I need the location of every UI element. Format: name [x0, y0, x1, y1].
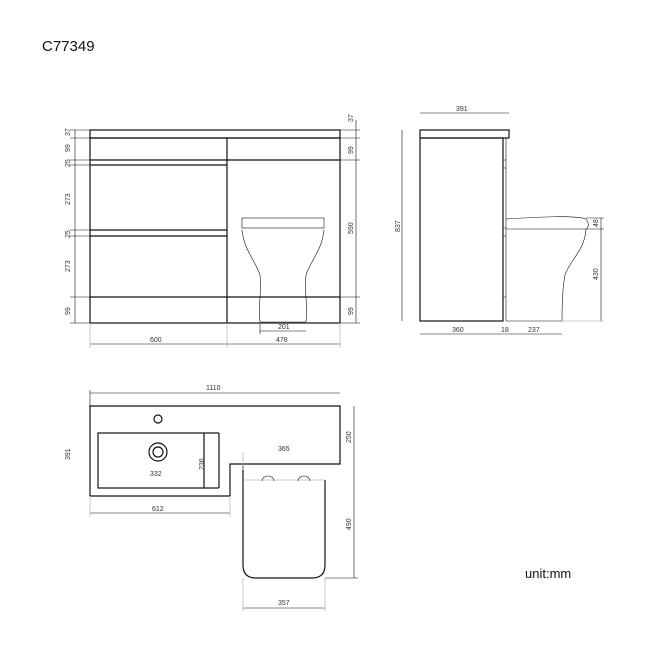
- tap-hole-icon: [153, 414, 163, 424]
- side-view: 391 837 48 430 360 18 237: [395, 106, 604, 335]
- dim-total-width: 1110: [206, 385, 221, 392]
- dim-left-5: 273: [65, 260, 72, 272]
- toilet-side-icon: [505, 216, 589, 322]
- dim-wc-top-depth: 250: [346, 431, 353, 443]
- product-code: C77349: [42, 38, 95, 55]
- dim-pan-height: 430: [593, 268, 600, 280]
- dim-left-2: 25: [65, 159, 72, 167]
- dim-side-bottom-1: 18: [501, 327, 509, 334]
- dim-pan-width: 357: [278, 600, 290, 607]
- toilet-front-icon: [241, 217, 325, 323]
- dim-side-depth: 391: [456, 106, 468, 113]
- dim-left-0: 37: [65, 128, 72, 136]
- dim-right-3: 99: [348, 307, 355, 315]
- waste-outlet-icon: [148, 442, 168, 462]
- dim-right-1: 99: [348, 146, 355, 154]
- toilet-plan-icon: [242, 465, 326, 579]
- dim-total-height: 837: [395, 220, 402, 232]
- dim-left-3: 273: [65, 193, 72, 205]
- front-view: 37 99 25 273 25 273 99 37 99 590 99 201 …: [65, 114, 360, 348]
- dim-basin-width: 332: [150, 471, 162, 478]
- dim-pan-projection: 490: [346, 518, 353, 530]
- dim-right-2: 590: [348, 222, 355, 234]
- dim-vanity-width: 600: [150, 337, 162, 344]
- dim-left-4: 25: [65, 230, 72, 238]
- dim-seat-thickness: 48: [593, 219, 600, 227]
- dim-pan-base: 201: [278, 324, 290, 331]
- dim-side-bottom-2: 237: [528, 327, 540, 334]
- dim-side-bottom-0: 360: [452, 327, 464, 334]
- dim-plan-vanity-width: 612: [152, 506, 164, 513]
- dim-plan-depth: 391: [65, 448, 72, 460]
- dim-right-0: 37: [348, 114, 355, 122]
- dim-left-1: 99: [65, 144, 72, 152]
- dim-left-6: 99: [65, 307, 72, 315]
- dim-basin-depth: 236: [199, 458, 206, 470]
- dim-wc-width: 478: [276, 337, 288, 344]
- plan-view: 332 236 1110 391 365 250 490 612 357: [65, 385, 358, 611]
- dim-wc-top-width: 365: [278, 446, 290, 453]
- unit-label: unit:mm: [525, 566, 572, 581]
